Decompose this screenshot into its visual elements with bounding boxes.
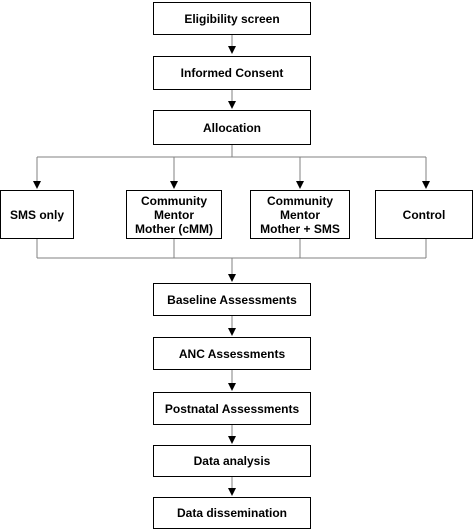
eligibility-screen-box: Eligibility screen <box>153 2 311 35</box>
arm-cmm-sms-box: Community Mentor Mother + SMS <box>250 190 350 239</box>
anc-assessments-box: ANC Assessments <box>153 337 311 370</box>
arm-control-box: Control <box>375 190 473 239</box>
data-dissemination-box: Data dissemination <box>153 497 311 529</box>
baseline-assessments-box: Baseline Assessments <box>153 283 311 316</box>
arm-cmm-box: Community Mentor Mother (cMM) <box>126 190 222 239</box>
postnatal-assessments-box: Postnatal Assessments <box>153 392 311 425</box>
allocation-box: Allocation <box>153 110 311 145</box>
arm-sms-only-box: SMS only <box>0 190 74 239</box>
data-analysis-box: Data analysis <box>153 445 311 477</box>
informed-consent-box: Informed Consent <box>153 56 311 90</box>
